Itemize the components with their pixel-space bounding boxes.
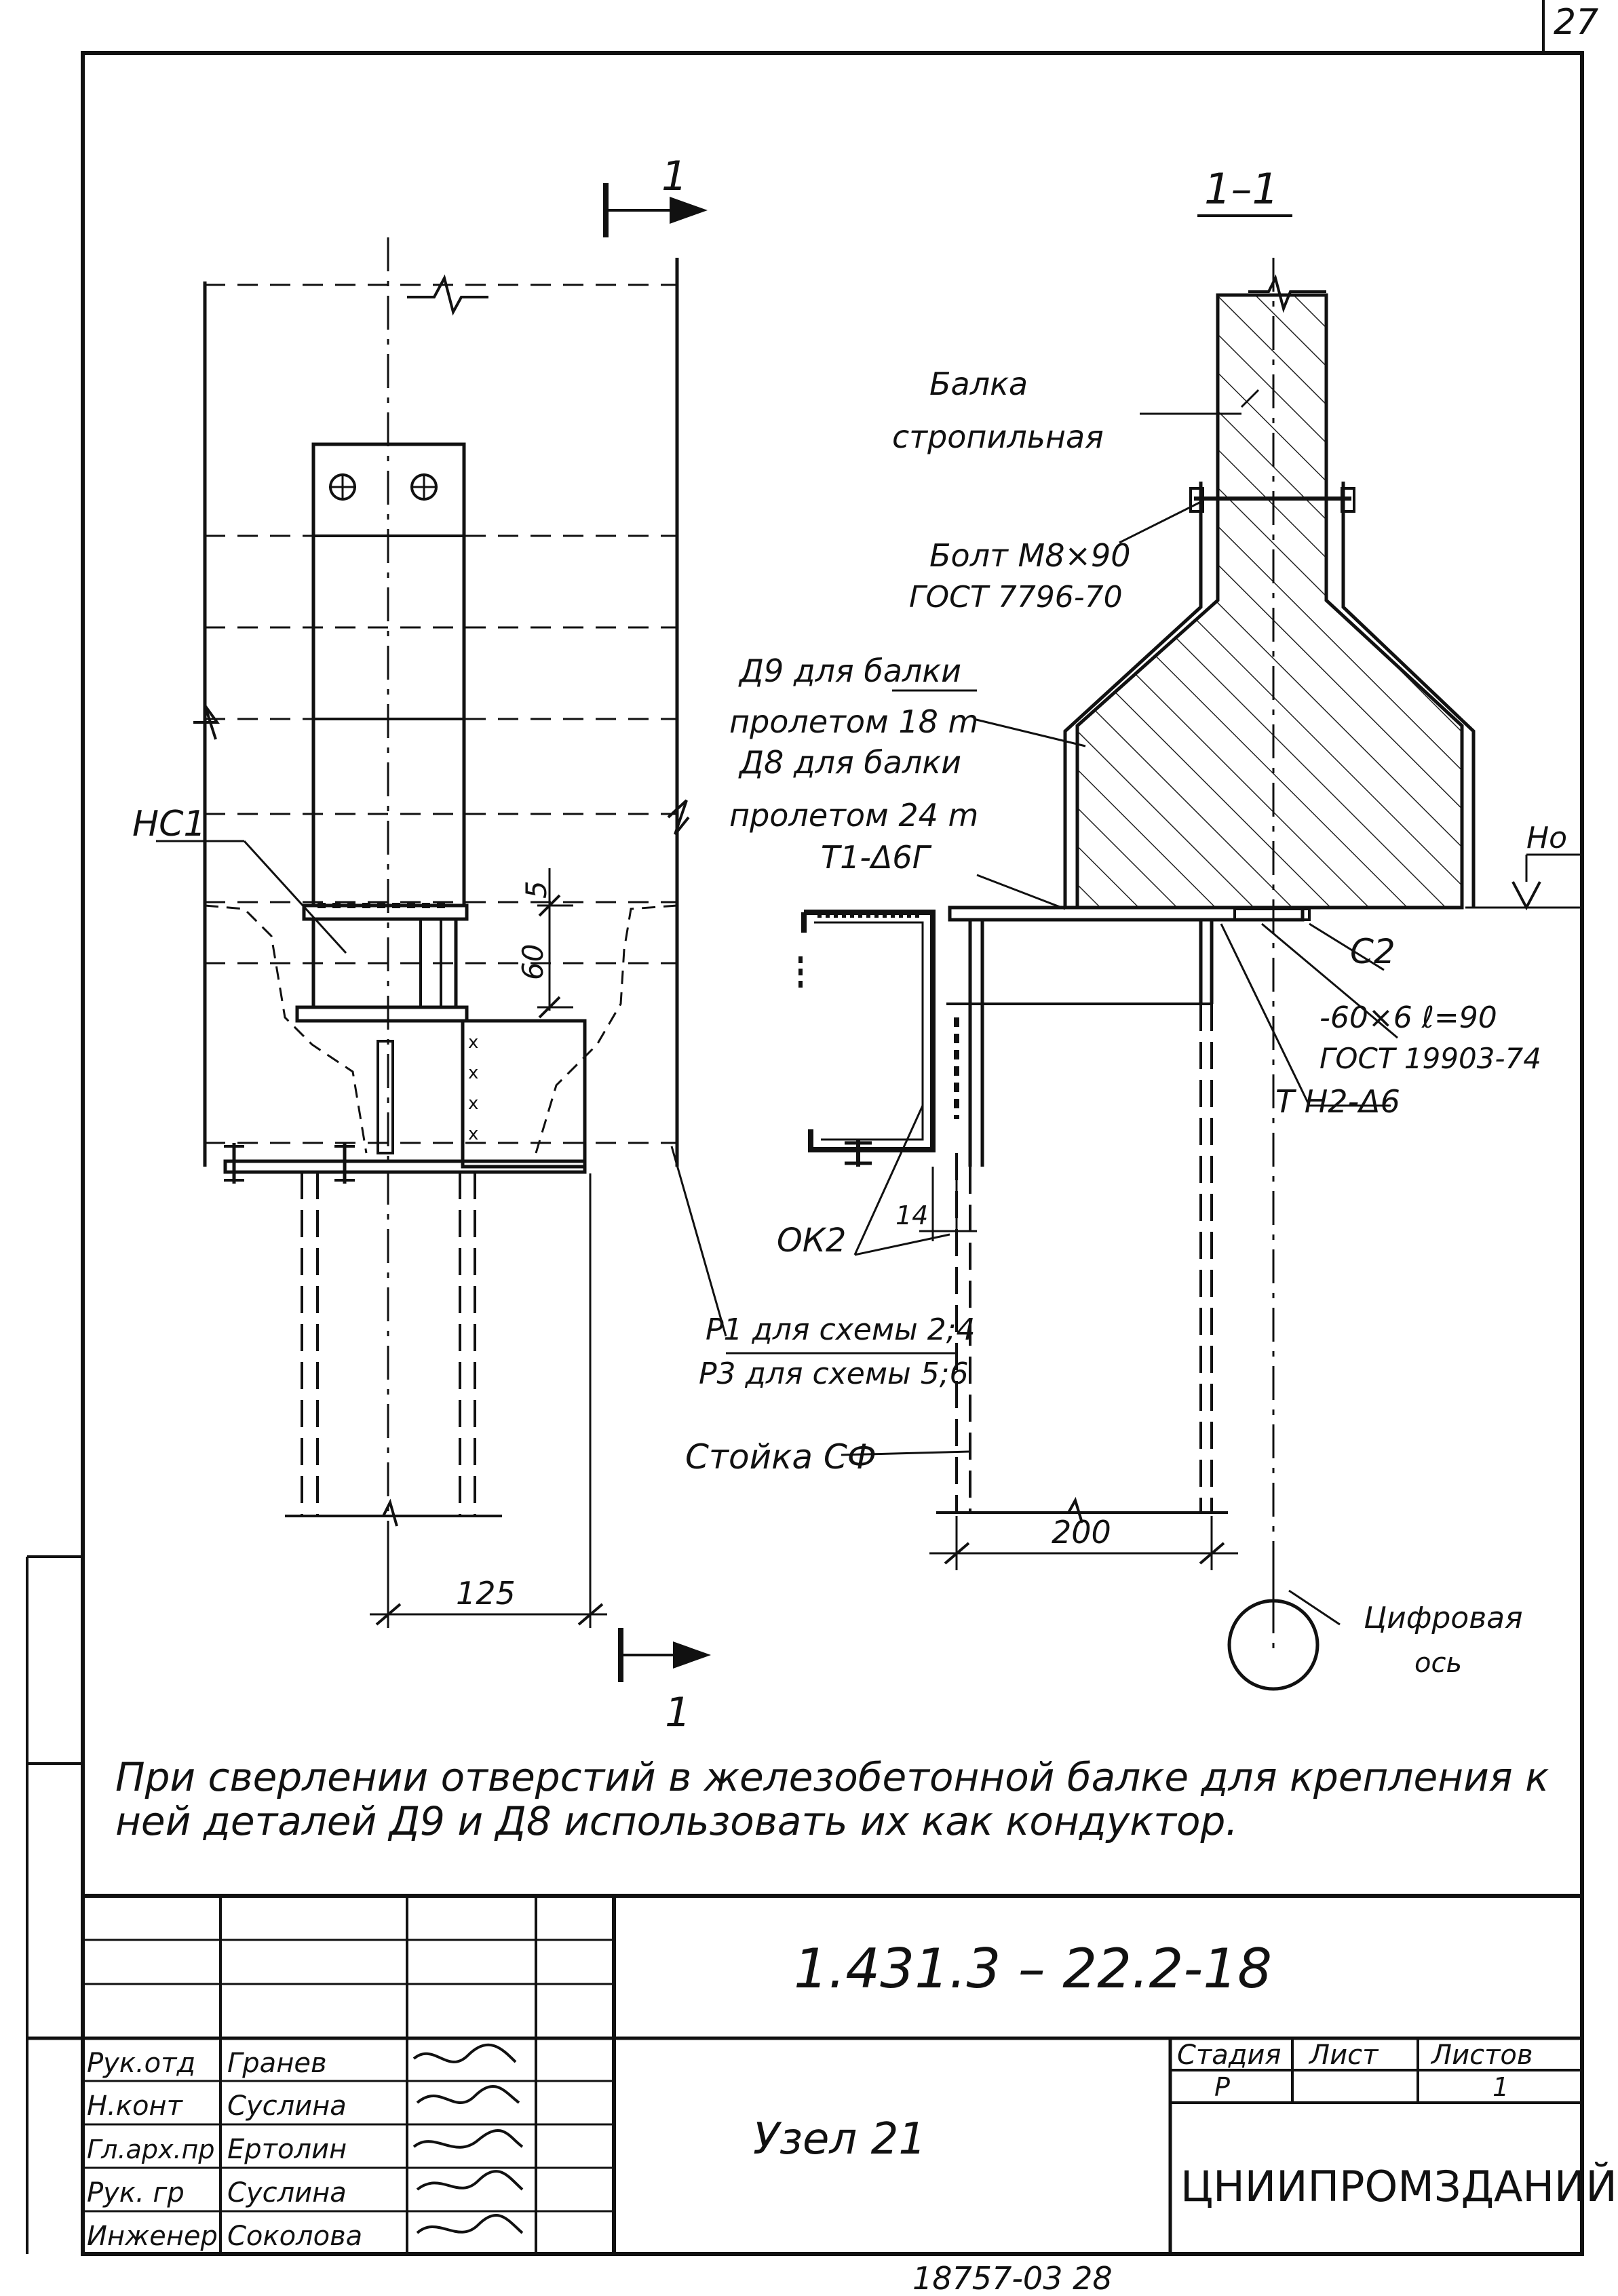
name-4: Соколова xyxy=(227,2221,362,2252)
svg-text:x: x xyxy=(468,1124,478,1144)
column-label: Стойка СФ xyxy=(685,1437,877,1477)
d9-line2: пролетом 18 m xyxy=(729,703,978,740)
role-2: Гл.арх.пр xyxy=(87,2135,214,2164)
beam-label-1: Балка xyxy=(929,366,1028,402)
section-marker-bottom: 1 xyxy=(665,1689,691,1736)
stage-value: Р xyxy=(1214,2072,1230,2102)
dim-14: 14 xyxy=(895,1201,928,1230)
sheet-header: Лист xyxy=(1308,2040,1379,2071)
dim-60: 60 xyxy=(516,944,550,980)
axis-label-2: ось xyxy=(1414,1648,1462,1679)
level-mark: Но xyxy=(1526,821,1567,855)
c2-label: С2 xyxy=(1350,932,1395,971)
organization: ЦНИИПРОМЗДАНИЙ xyxy=(1180,2162,1617,2211)
section-title: 1–1 xyxy=(1204,164,1279,214)
d8-line2: пролетом 24 m xyxy=(729,797,978,834)
title-block-frame xyxy=(27,1894,1582,2254)
p1-label: Р1 для схемы 2;4 xyxy=(706,1312,976,1347)
name-1: Суслина xyxy=(227,2090,347,2122)
axis-label-1: Цифровая xyxy=(1364,1601,1523,1635)
dim-125: 125 xyxy=(456,1575,516,1612)
section-view xyxy=(670,214,1582,1691)
dim-200: 200 xyxy=(1052,1514,1111,1551)
svg-text:x: x xyxy=(468,1032,478,1053)
weld-h2: Т Н2-Δ6 xyxy=(1275,1083,1400,1120)
section-marker-top: 1 xyxy=(661,153,687,200)
name-2: Ертолин xyxy=(227,2134,347,2165)
note-line-1: При сверлении отверстий в железобетонной… xyxy=(115,1754,1549,1800)
name-0: Гранев xyxy=(227,2048,327,2079)
node-label: НС1 xyxy=(132,804,206,844)
beam-label-2: стропильная xyxy=(892,419,1104,455)
doc-code: 1.431.3 – 22.2-18 xyxy=(794,1937,1272,2000)
bolt-label: Болт М8×90 xyxy=(929,537,1131,574)
plate-label: -60×6 ℓ=90 xyxy=(1320,1000,1497,1035)
p3-label: Р3 для схемы 5;6 xyxy=(699,1357,969,1391)
svg-text:x: x xyxy=(468,1093,478,1114)
bottom-number: 18757-03 28 xyxy=(912,2260,1113,2296)
role-4: Инженер xyxy=(87,2221,218,2252)
note-line-2: ней деталей Д9 и Д8 использовать их как … xyxy=(115,1798,1238,1844)
sheets-header: Листов xyxy=(1430,2040,1533,2071)
svg-text:x: x xyxy=(468,1063,478,1083)
weld-t1: Т1-Δ6Г xyxy=(821,839,932,876)
dim-5: 5 xyxy=(520,880,553,899)
bolt-gost: ГОСТ 7796-70 xyxy=(909,580,1123,615)
d9-line1: Д9 для балки xyxy=(738,653,961,689)
plate-gost: ГОСТ 19903-74 xyxy=(1320,1042,1541,1075)
role-0: Рук.отд xyxy=(87,2048,195,2079)
sheets-value: 1 xyxy=(1492,2072,1509,2102)
sheet-number: 27 xyxy=(1554,2,1598,43)
ok2-label: ОК2 xyxy=(777,1222,846,1260)
d8-line1: Д8 для балки xyxy=(738,744,961,781)
name-3: Суслина xyxy=(227,2177,347,2209)
stage-header: Стадия xyxy=(1177,2040,1281,2071)
role-3: Рук. гр xyxy=(87,2177,185,2209)
role-1: Н.конт xyxy=(87,2090,184,2122)
sheet-frame xyxy=(26,0,1584,2256)
drawing-title: Узел 21 xyxy=(753,2114,926,2164)
left-view: x x x x xyxy=(156,183,711,1682)
